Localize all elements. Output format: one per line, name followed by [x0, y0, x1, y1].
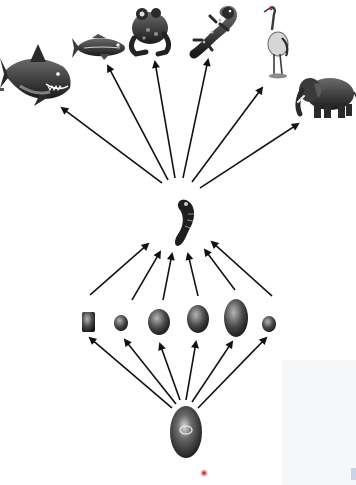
cell-1	[82, 312, 95, 332]
cell-3	[148, 309, 170, 335]
arrow-to-crane	[192, 88, 262, 182]
crane-icon	[264, 7, 288, 78]
elephant-icon	[298, 78, 356, 118]
frog-icon	[131, 8, 168, 54]
embryo-icon	[175, 200, 194, 246]
arrow-to-shark	[62, 108, 162, 183]
cell-6	[262, 316, 276, 332]
edge-mark	[0, 88, 4, 91]
cells-row	[82, 299, 276, 337]
arrow-zygote-cell6	[198, 338, 266, 408]
cell-5	[224, 299, 248, 337]
arrows-to-cells	[90, 338, 266, 408]
arrow-to-salamander	[183, 60, 208, 178]
arrow-cell5-embryo	[205, 250, 235, 290]
arrows-to-animals	[62, 60, 298, 188]
cell-4	[187, 305, 209, 333]
edge-mark-right	[351, 468, 356, 480]
arrow-to-elephant	[200, 124, 298, 188]
arrow-cell4-embryo	[188, 254, 198, 296]
fish-icon	[72, 34, 125, 60]
arrow-cell6-embryo	[212, 242, 272, 296]
arrow-zygote-cell3	[160, 344, 180, 400]
background-panel	[282, 360, 356, 485]
arrow-cell3-embryo	[163, 254, 172, 300]
red-dot-marker	[201, 470, 208, 477]
arrow-zygote-cell2	[125, 340, 176, 404]
arrow-zygote-cell4	[186, 342, 196, 400]
cell-2	[114, 315, 128, 331]
arrows-to-embryo	[90, 242, 272, 300]
arrow-cell2-embryo	[132, 252, 160, 300]
salamander-icon	[194, 7, 234, 54]
shark-icon	[0, 44, 71, 106]
zygote-icon	[170, 406, 202, 458]
